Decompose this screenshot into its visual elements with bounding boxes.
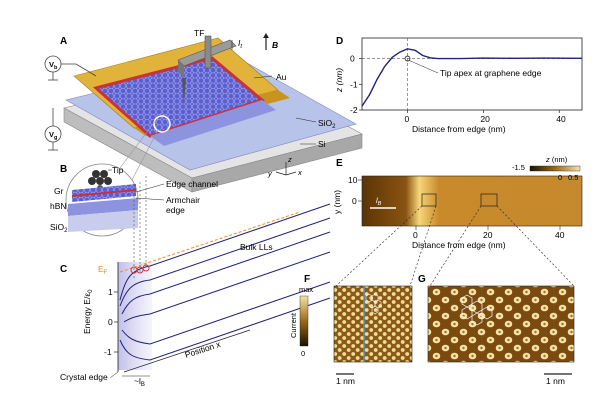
scale-label-g: 1 nm: [546, 376, 565, 386]
panel-label-g: G: [418, 274, 426, 285]
chart-annotation: Tip apex at graphene edge: [440, 68, 542, 78]
chart-frame: [361, 37, 583, 111]
chart-ytick-label: -1: [350, 79, 358, 89]
bias-wire: [60, 63, 97, 77]
fermi-level-line: [119, 211, 301, 273]
ll-band-3: [121, 231, 331, 315]
tuning-fork-side: [178, 60, 184, 78]
current-colorbar: [299, 295, 309, 347]
ll-band-1: [119, 203, 331, 301]
energy-axis-label: Energy E/ε0: [82, 289, 94, 334]
axis-x-label: x: [297, 168, 302, 177]
topography-map: [361, 175, 583, 227]
zoom-box-f: [421, 193, 437, 207]
hexagon-overlay-f: [365, 293, 382, 315]
chart-xtick-label: 0: [405, 114, 410, 124]
panel-label-c: C: [60, 264, 67, 275]
chart-xtick-label: 20: [480, 114, 490, 124]
position-axis: [123, 329, 251, 373]
armchair-label-2: edge: [166, 205, 185, 215]
axis-z-label: z: [287, 155, 292, 164]
zoom-box-g: [480, 193, 498, 207]
apex-marker: [404, 55, 411, 62]
sio2-inset: [68, 210, 138, 232]
axis-y-label: y: [267, 169, 273, 178]
edge-channel-line: [71, 189, 137, 197]
e-ytick-10: 10: [348, 175, 358, 185]
z-colorbar-title: z (nm): [545, 155, 568, 164]
ll-band-4: [121, 281, 331, 345]
chart-xtick-label: 40: [556, 114, 566, 124]
zoom-circle: [153, 115, 171, 133]
scale-label-f: 1 nm: [336, 376, 355, 386]
sio2-label: SiO2: [318, 118, 336, 130]
panel-label-f: F: [304, 274, 310, 285]
lb-label: ~lB: [134, 376, 145, 388]
ll-band-2: [119, 217, 331, 307]
hbn-label: hBN: [50, 201, 67, 211]
chart-ytick-label: 0: [350, 54, 355, 64]
cbar-tick-min: -1.5: [512, 163, 525, 172]
e-ytick-0: 0: [352, 196, 357, 206]
stm-image-f: [333, 285, 413, 363]
si-substrate-side: [191, 133, 363, 193]
panel-e: E lB 10 0 y (nm) 0 20 40 Distance from e…: [332, 155, 583, 287]
ef-label: EF: [98, 264, 108, 276]
chart-ylabel: z (nm): [334, 68, 344, 93]
vb-label: Vb: [49, 60, 58, 71]
chart-xlabel: Distance from edge (nm): [412, 124, 506, 134]
e-ylabel: y (nm): [332, 190, 342, 214]
hexagon-overlay-g: [461, 294, 493, 326]
panel-label-b: B: [60, 164, 67, 175]
panel-b: B Tip Gr hBN SiO2 Edge channel Armchair …: [50, 119, 218, 237]
e-xlabel: Distance from edge (nm): [412, 240, 506, 250]
panel-label-a: A: [60, 36, 67, 47]
gr-label: Gr: [54, 186, 64, 196]
energy-tick-1: 1: [108, 287, 113, 297]
ll-band-5: [119, 297, 331, 361]
ll-band-zero: [123, 251, 331, 323]
e-xtick-40: 40: [555, 230, 565, 240]
hbn-slab: [150, 100, 276, 146]
panel-f: F max 0 Current 1 nm: [289, 274, 413, 386]
e-xtick-20: 20: [483, 230, 493, 240]
sio2-inset-label: SiO2: [50, 222, 68, 234]
panel-d: D 0 20 40 0 -1 -2 z (nm) Distance from edge (…: [334, 36, 583, 134]
si-label: Si: [318, 139, 326, 149]
cbar-tick-max: 0.5: [568, 173, 578, 182]
current-cbar-label: Current: [289, 312, 298, 338]
b-field-label: B: [272, 40, 278, 50]
current-cbar-min: 0: [301, 349, 305, 358]
bulk-lls-label: Bulk LLs: [240, 242, 273, 252]
magnetic-length-shade: [118, 262, 152, 370]
it-label: It: [238, 38, 242, 50]
panel-label-d: D: [336, 36, 343, 47]
current-cbar-max: max: [299, 285, 313, 294]
panel-g: G 1 nm: [418, 274, 575, 386]
armchair-label-1: Armchair: [166, 195, 200, 205]
energy-tick-neg1: -1: [104, 347, 112, 357]
tf-label: TF: [194, 28, 204, 38]
probe-tip: [182, 78, 186, 104]
chart-plot: 0 20 40 0 -1 -2: [350, 38, 583, 124]
edge-channel-label: Edge channel: [166, 179, 218, 189]
cbar-tick-0: 0: [558, 173, 562, 182]
e-xtick-0: 0: [413, 230, 418, 240]
crystal-edge-label: Crystal edge: [60, 372, 108, 382]
lb-scale-label: lB: [376, 196, 382, 207]
z-colorbar: [529, 165, 581, 172]
panel-label-e: E: [336, 158, 343, 169]
energy-tick-0: 0: [108, 317, 113, 327]
chart-ytick-label: -2: [350, 105, 358, 115]
au-label: Au: [276, 72, 287, 82]
tip-label: Tip: [112, 165, 124, 175]
annotation-leader: [409, 60, 439, 74]
height-profile-line: [361, 48, 583, 107]
tuning-fork-prong: [204, 35, 212, 69]
stm-image-g: [427, 285, 575, 363]
vg-label: Vg: [49, 130, 57, 141]
panel-a: A Vb Vg TF It: [44, 28, 363, 193]
